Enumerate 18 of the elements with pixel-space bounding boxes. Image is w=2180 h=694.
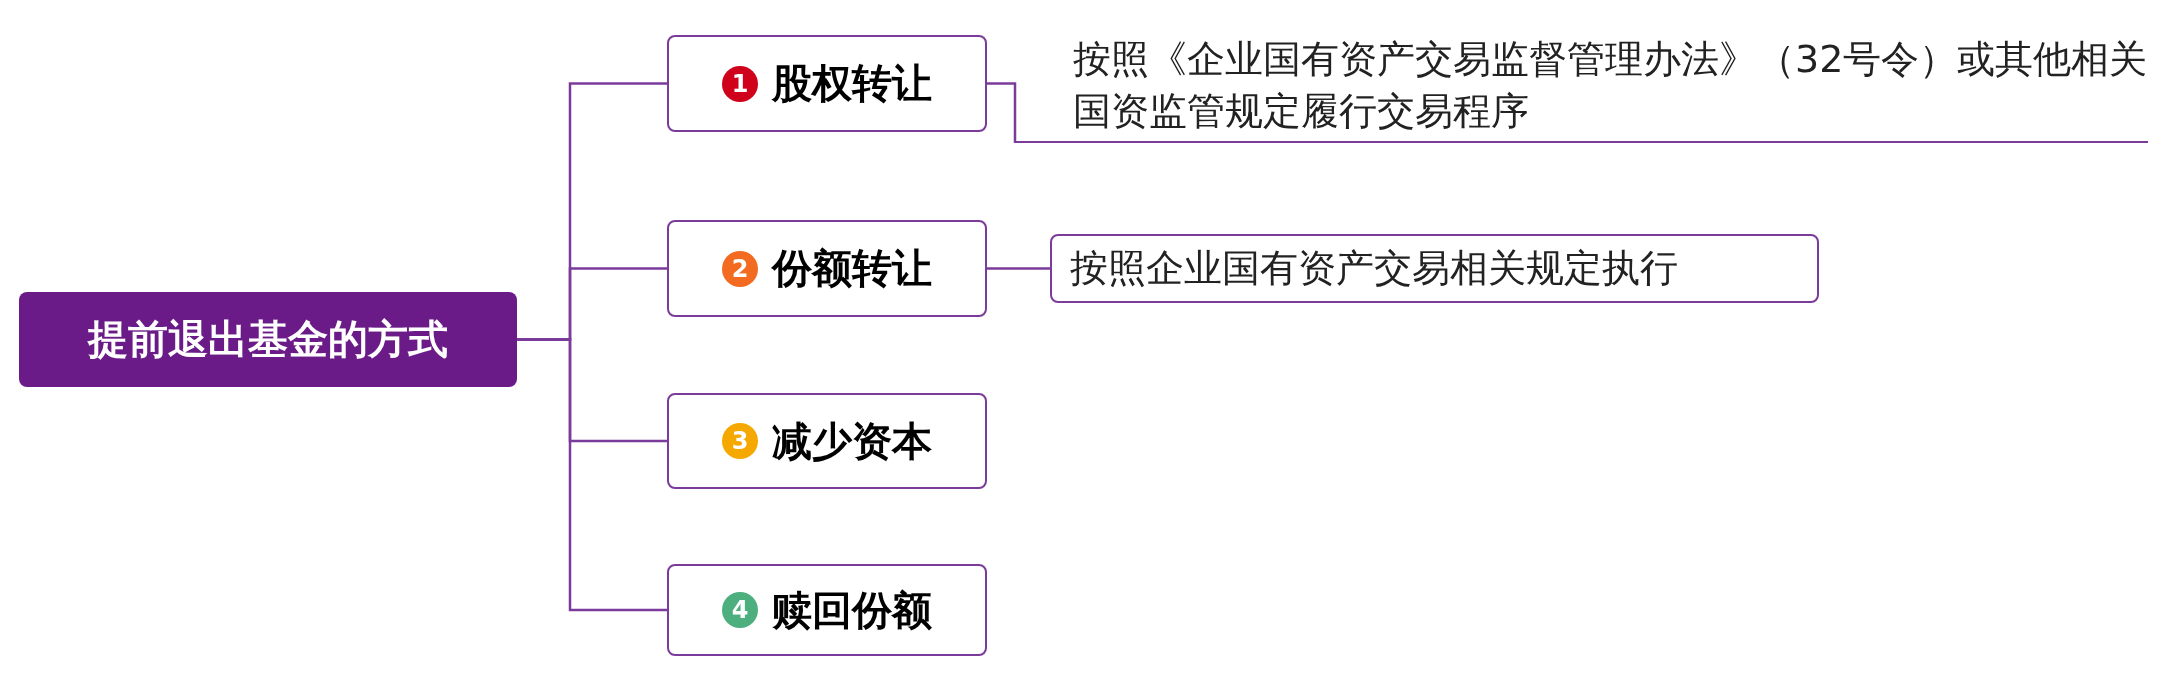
branch-box bbox=[667, 393, 987, 489]
branch-label: 股权转让 bbox=[772, 59, 932, 108]
root-box: 提前退出基金的方式 bbox=[19, 292, 517, 387]
connector-line bbox=[517, 338, 667, 612]
connector-line bbox=[987, 82, 1017, 143]
number-badge: 1 bbox=[722, 65, 758, 102]
branch-label: 赎回份额 bbox=[772, 585, 932, 635]
connector-line bbox=[987, 267, 1050, 270]
branch-box bbox=[667, 220, 987, 317]
number-badge: 2 bbox=[722, 250, 758, 287]
branch-label: 份额转让 bbox=[772, 244, 932, 293]
number-badge: 3 bbox=[722, 423, 758, 459]
branch-box bbox=[667, 564, 987, 656]
number-badge: 4 bbox=[722, 592, 758, 628]
branch-box bbox=[667, 35, 987, 132]
branch-label: 减少资本 bbox=[772, 416, 932, 466]
note-box: 按照企业国有资产交易相关规定执行 bbox=[1050, 234, 1819, 303]
note-text: 按照《企业国有资产交易监督管理办法》（32号令）或其他相关国资监管规定履行交易程序 bbox=[1015, 28, 2148, 143]
